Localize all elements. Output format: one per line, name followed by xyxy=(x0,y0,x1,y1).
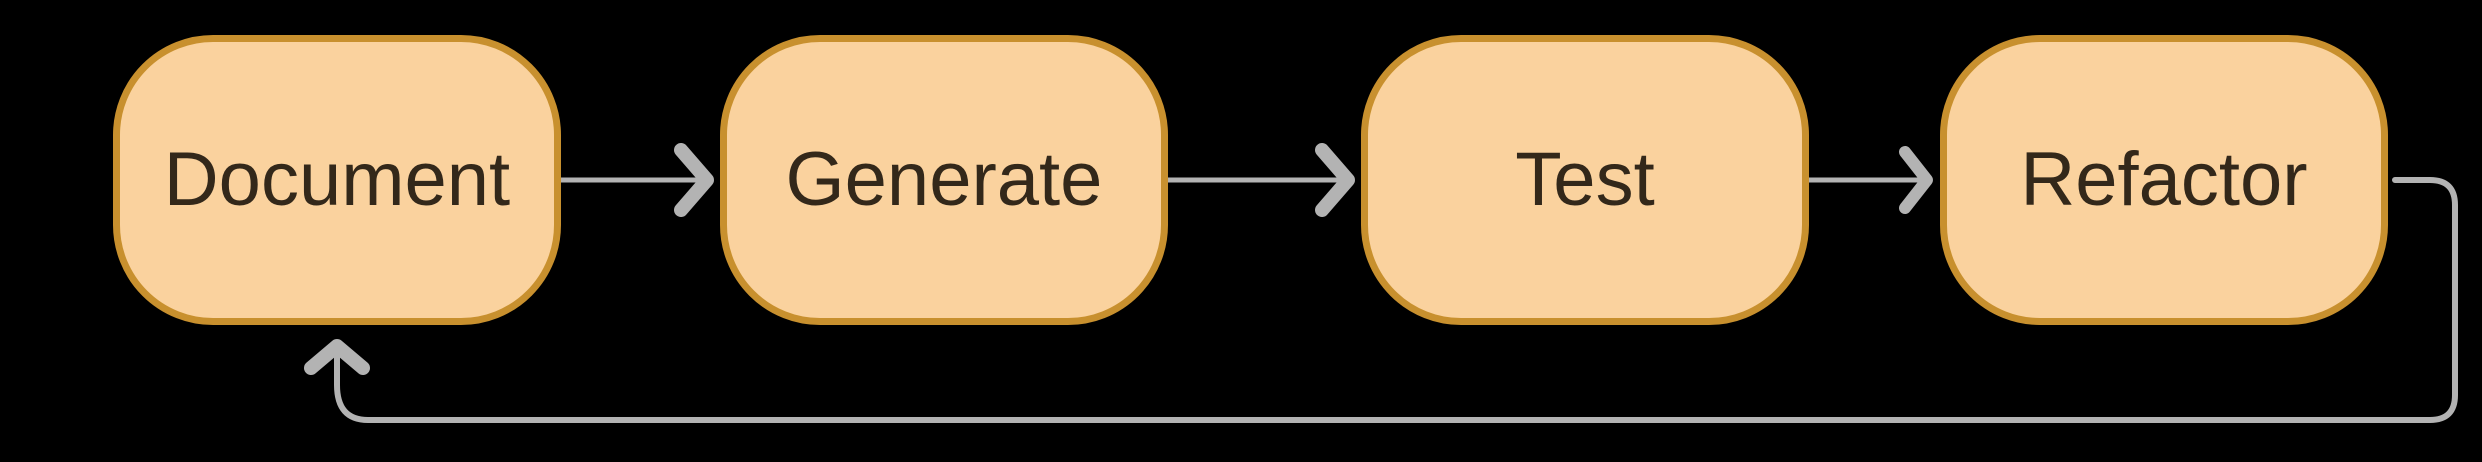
arrowhead-refactor-document xyxy=(304,339,370,375)
node-test: Test xyxy=(1361,35,1809,325)
arrowhead-generate-test xyxy=(1315,143,1355,217)
node-document: Document xyxy=(113,35,561,325)
node-generate: Generate xyxy=(720,35,1168,325)
node-label-test: Test xyxy=(1515,137,1655,222)
edge-refactor-document xyxy=(334,177,2458,423)
arrowhead-document-generate xyxy=(674,143,714,217)
node-label-refactor: Refactor xyxy=(2020,137,2308,222)
arrowhead-test-refactor xyxy=(1899,146,1933,214)
node-label-document: Document xyxy=(163,137,511,222)
node-label-generate: Generate xyxy=(785,137,1103,222)
node-refactor: Refactor xyxy=(1940,35,2388,325)
